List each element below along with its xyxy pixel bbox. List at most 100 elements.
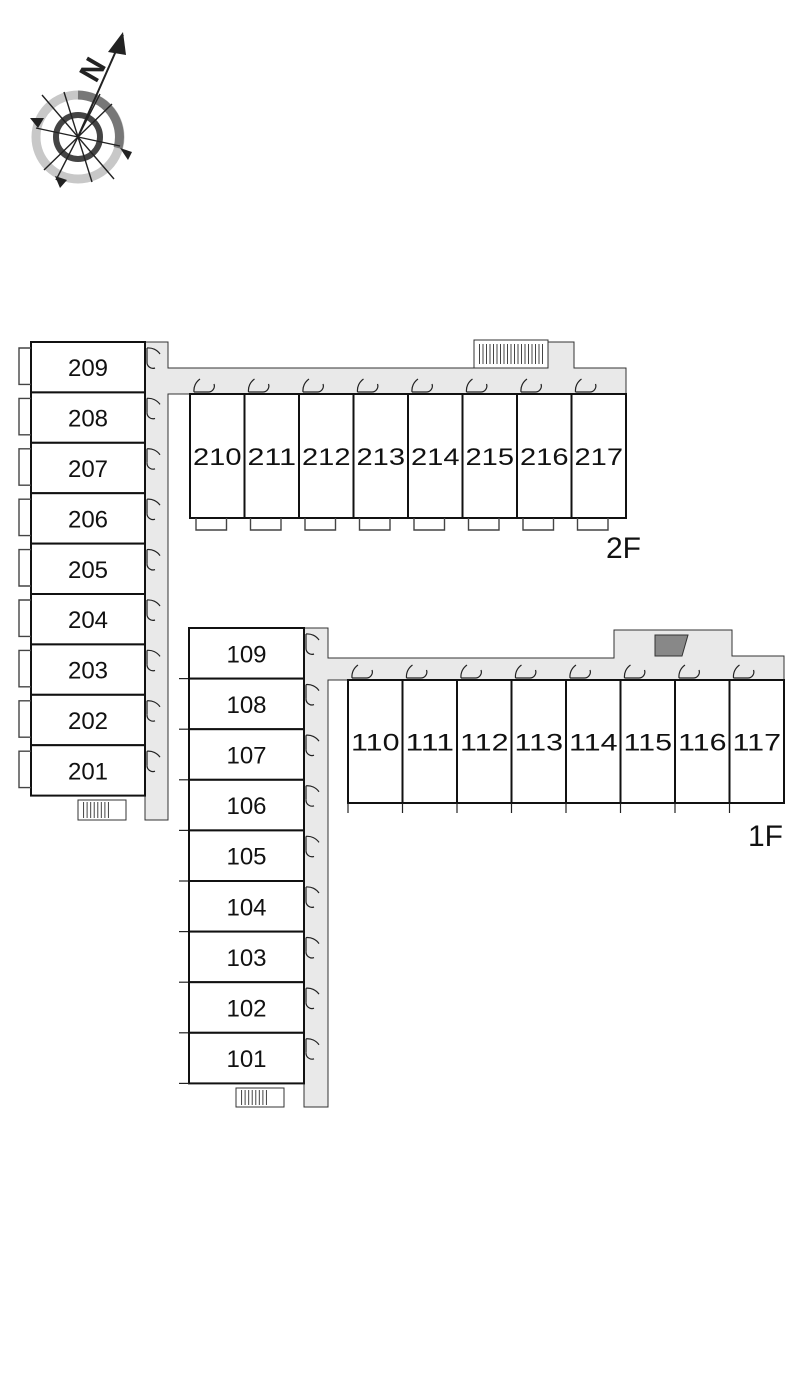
balcony-outline	[522, 518, 555, 531]
unit-label: 105	[226, 844, 266, 871]
unit-label: 108	[226, 692, 266, 719]
unit-label: 205	[68, 557, 108, 584]
unit-label: 103	[226, 945, 266, 972]
unit-outline	[243, 393, 300, 519]
unit-label: 109	[226, 641, 266, 668]
unit-108: 108	[179, 677, 320, 731]
unit-215: 215	[461, 378, 518, 531]
unit-outline	[189, 393, 246, 519]
unit-112: 112	[456, 664, 513, 813]
unit-213: 213	[352, 378, 409, 531]
balcony-outline	[18, 397, 31, 436]
balcony-outline	[304, 518, 337, 531]
unit-label: 214	[411, 444, 460, 471]
unit-label: 202	[68, 708, 108, 735]
unit-label: 211	[248, 444, 297, 471]
unit-outline	[347, 679, 404, 804]
unit-207: 207	[18, 441, 161, 495]
unit-outline	[30, 441, 146, 495]
unit-label: 104	[226, 894, 266, 921]
unit-117: 117	[728, 664, 785, 813]
unit-105: 105	[179, 829, 320, 883]
north-label: N	[73, 52, 112, 87]
unit-outline	[30, 492, 146, 545]
balcony-outline	[358, 518, 391, 531]
unit-label: 208	[68, 406, 108, 433]
balcony-outline	[576, 518, 609, 531]
unit-211: 211	[243, 378, 300, 531]
unit-label: 201	[68, 758, 108, 785]
unit-label: 210	[193, 444, 242, 471]
unit-label: 216	[520, 444, 569, 471]
corridor-2f	[144, 341, 627, 821]
unit-outline	[30, 693, 146, 747]
unit-label: 217	[575, 444, 624, 471]
stairs-1f-north	[654, 634, 689, 657]
unit-label: 114	[569, 730, 618, 757]
unit-217: 217	[570, 378, 627, 531]
unit-104: 104	[179, 880, 320, 933]
unit-outline	[188, 677, 305, 731]
stairs-2f-south-steps	[83, 802, 109, 818]
unit-101: 101	[179, 1031, 320, 1085]
unit-outline	[728, 679, 785, 804]
balcony-outline	[413, 518, 446, 531]
balcony-outline	[467, 518, 500, 531]
unit-outline	[674, 679, 731, 804]
unit-label: 113	[515, 730, 564, 757]
unit-outline	[516, 393, 573, 519]
stairs-2f-north-steps	[479, 344, 543, 364]
unit-110: 110	[347, 664, 404, 813]
unit-212: 212	[298, 378, 355, 531]
unit-109: 109	[179, 627, 320, 680]
balcony-outline	[195, 518, 228, 531]
unit-outline	[188, 1031, 305, 1085]
balcony-outline	[18, 448, 31, 486]
unit-116: 116	[674, 664, 731, 813]
unit-label: 209	[68, 355, 108, 382]
balcony-outline	[249, 518, 282, 531]
unit-label: 215	[466, 444, 515, 471]
unit-label: 112	[460, 730, 509, 757]
unit-208: 208	[18, 391, 161, 444]
unit-102: 102	[179, 981, 320, 1034]
balcony-outline	[18, 347, 31, 386]
unit-115: 115	[619, 664, 676, 813]
unit-106: 106	[179, 778, 320, 832]
stairs-1f-south	[235, 1087, 285, 1108]
unit-203: 203	[18, 643, 161, 696]
balcony-outline	[18, 649, 31, 688]
unit-209: 209	[18, 341, 161, 394]
unit-outline	[570, 393, 627, 519]
unit-111: 111	[401, 664, 458, 813]
balcony-outline	[18, 548, 31, 587]
unit-103: 103	[179, 930, 320, 984]
unit-label: 207	[68, 456, 108, 483]
stairs-1f-south-steps	[241, 1090, 267, 1105]
unit-214: 214	[407, 378, 464, 531]
unit-label: 204	[68, 607, 108, 634]
unit-label: 203	[68, 658, 108, 685]
unit-outline	[565, 679, 622, 804]
unit-outline	[30, 744, 146, 797]
unit-label: 213	[357, 444, 406, 471]
unit-outline	[30, 391, 146, 444]
unit-205: 205	[18, 542, 161, 595]
unit-label: 111	[406, 730, 455, 757]
unit-113: 113	[510, 664, 567, 813]
balcony-outline	[18, 599, 31, 638]
unit-202: 202	[18, 693, 161, 747]
unit-outline	[456, 679, 513, 804]
unit-outline	[188, 880, 305, 933]
unit-206: 206	[18, 492, 161, 545]
unit-label: 106	[226, 793, 266, 820]
balcony-outline	[18, 498, 31, 537]
unit-label: 206	[68, 506, 108, 533]
unit-outline	[510, 679, 567, 804]
unit-label: 102	[226, 996, 266, 1023]
unit-label: 117	[733, 730, 782, 757]
unit-label: 110	[351, 730, 400, 757]
